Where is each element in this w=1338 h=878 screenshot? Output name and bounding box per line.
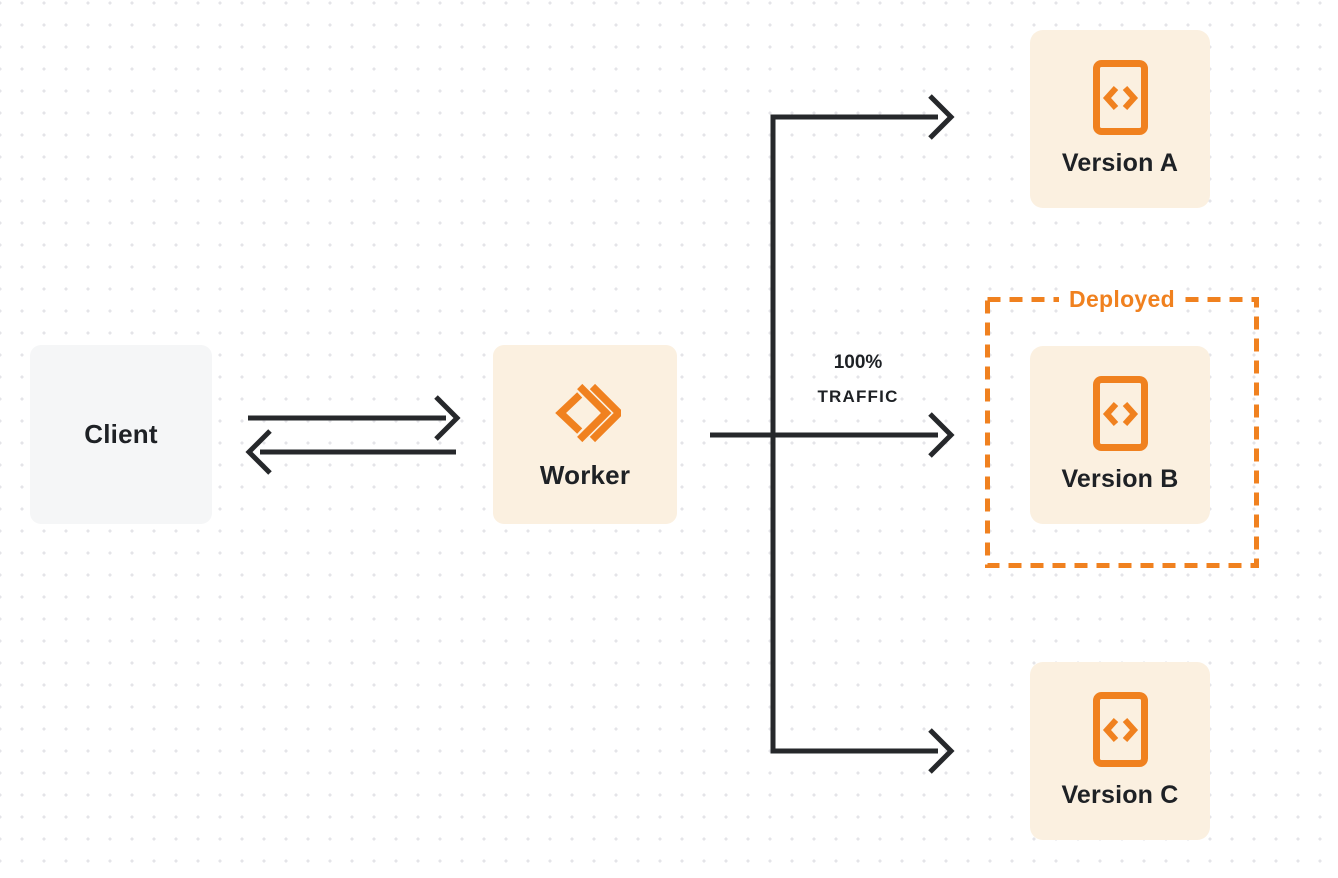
deployed-label-text: Deployed bbox=[1059, 285, 1185, 313]
traffic-percent-text: 100% bbox=[833, 352, 883, 373]
worker-to-client-arrowhead-icon bbox=[245, 429, 272, 475]
version-b-node: Version B bbox=[1030, 346, 1210, 524]
client-to-worker-arrowhead-icon bbox=[434, 395, 461, 441]
client-node: Client bbox=[30, 345, 212, 524]
version-a-label: Version A bbox=[1061, 149, 1179, 177]
version-a-node: Version A bbox=[1030, 30, 1210, 208]
version-a-arrowhead-icon bbox=[928, 94, 955, 140]
worker-label: Worker bbox=[539, 460, 631, 490]
code-file-icon bbox=[1092, 376, 1148, 451]
version-c-node: Version C bbox=[1030, 662, 1210, 840]
cloudflare-workers-logo-icon bbox=[555, 383, 621, 443]
version-b-label: Version B bbox=[1061, 465, 1179, 493]
code-file-icon bbox=[1092, 692, 1148, 767]
deployed-label: Deployed bbox=[985, 284, 1259, 314]
version-c-arrowhead-icon bbox=[928, 728, 955, 774]
code-file-icon bbox=[1092, 60, 1148, 135]
branch-line bbox=[770, 114, 938, 754]
worker-node: Worker bbox=[493, 345, 677, 524]
client-label: Client bbox=[84, 419, 158, 449]
version-b-arrowhead-icon bbox=[928, 412, 955, 458]
traffic-percentage-label: 100% TRAFFIC bbox=[780, 346, 936, 414]
traffic-word-text: TRAFFIC bbox=[817, 387, 899, 406]
version-c-label: Version C bbox=[1061, 781, 1179, 809]
